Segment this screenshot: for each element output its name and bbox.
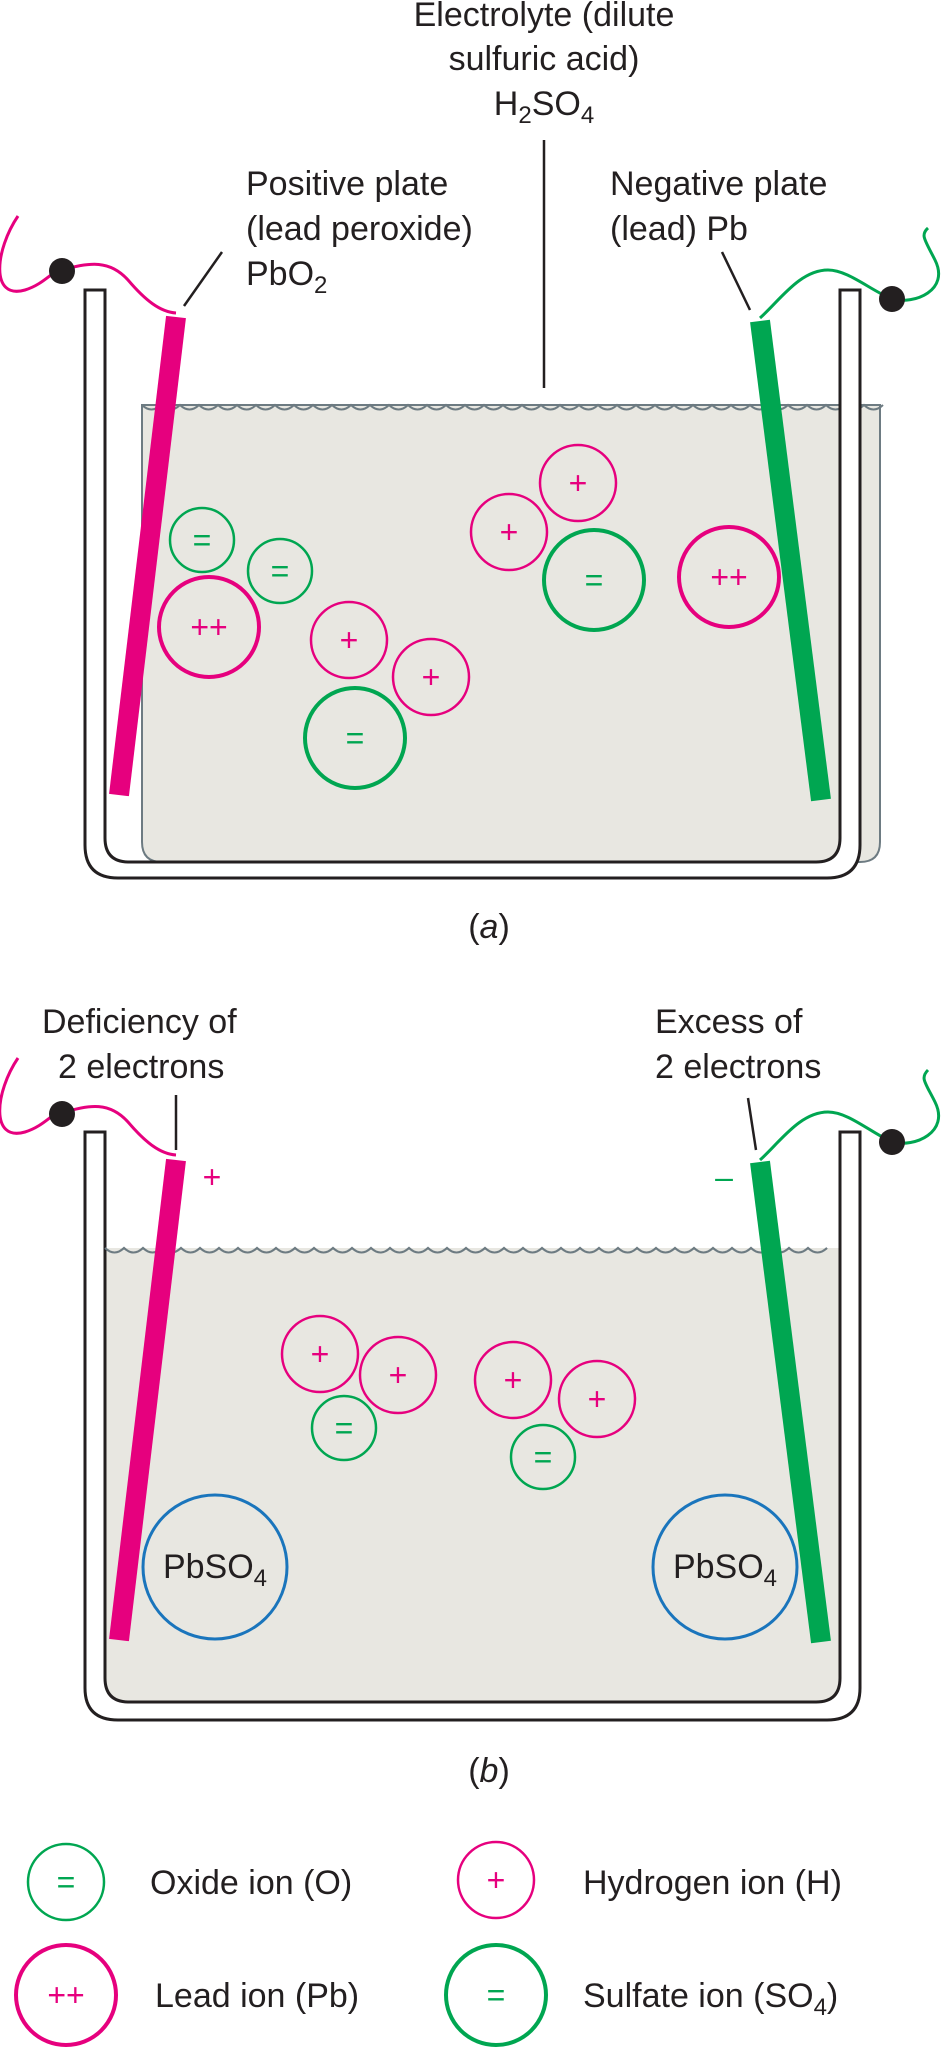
hydrogen-ion: + [309,600,389,680]
hydrogen-ion: + [280,1314,360,1394]
electrolyte-formula: H2SO4 [494,85,594,129]
plate-plus-sign: + [203,1159,222,1195]
diagram-b: + – Deficiency of 2 electrons Excess of … [0,1003,940,1790]
electrolyte-label-line2: sulfuric acid) [449,40,640,78]
svg-text:=: = [57,1864,76,1900]
svg-text:+: + [422,659,441,695]
svg-text:=: = [487,1977,506,2013]
svg-text:=: = [335,1410,354,1446]
positive-terminal-a [49,258,75,284]
svg-text:+: + [487,1862,506,1898]
svg-text:=: = [534,1439,553,1475]
svg-text:=: = [346,720,365,756]
negative-wire-a2 [891,226,940,302]
positive-wire-b2 [61,1104,177,1157]
oxide-ion: = [246,537,314,605]
svg-text:Lead ion (Pb): Lead ion (Pb) [155,1977,359,2015]
electrolyte-surface-b2 [104,1246,828,1254]
hydrogen-ion: + [358,1335,438,1415]
positive-terminal-b [49,1101,75,1127]
negative-terminal-b [879,1129,905,1155]
plate-minus-sign: – [715,1159,733,1195]
oxide-ion: = [310,1394,378,1462]
svg-text:=: = [585,562,604,598]
electrolyte-a [141,404,881,863]
negative-label-line2: (lead) Pb [610,210,748,248]
excess-leader-b [746,1097,758,1151]
legend-oxide: = Oxide ion (O) [26,1842,352,1922]
caption-b: (b) [468,1752,510,1790]
svg-text:PbSO4: PbSO4 [673,1548,777,1592]
svg-text:Sulfate ion (SO4): Sulfate ion (SO4) [583,1977,838,2021]
caption-a: (a) [468,908,510,946]
negative-wire-b2 [891,1068,940,1145]
sulfate-ion: = [542,528,646,632]
svg-text:+: + [504,1362,523,1398]
svg-text:+: + [569,465,588,501]
svg-text:PbSO4: PbSO4 [163,1548,267,1592]
legend-sulfate: = Sulfate ion (SO4) [444,1943,838,2047]
svg-text:++: ++ [710,559,747,595]
negative-wire-a [758,268,893,320]
diagram-a: Electrolyte (dilute sulfuric acid) H2SO4… [0,0,940,946]
legend-lead: ++ Lead ion (Pb) [14,1943,359,2047]
svg-text:+: + [311,1336,330,1372]
negative-terminal-a [879,286,905,312]
positive-wire-a2 [61,262,177,315]
positive-formula: PbO2 [246,255,327,299]
positive-label-line1: Positive plate [246,165,448,203]
negative-leader-a [720,251,752,311]
positive-leader-a [182,251,224,307]
lead-sulfate-left: PbSO4 [141,1493,289,1641]
lead-ion: ++ [677,525,781,629]
negative-plate-b [750,1160,831,1644]
container-a [83,288,862,880]
svg-text:+: + [588,1381,607,1417]
svg-text:+: + [389,1357,408,1393]
excess-label-line1: Excess of [655,1003,803,1041]
svg-text:+: + [340,622,359,658]
oxide-ion: = [509,1423,577,1491]
svg-text:+: + [500,514,519,550]
sulfate-ion: = [303,686,407,790]
oxide-ion: = [168,506,236,574]
hydrogen-ion: + [538,443,618,523]
svg-text:Hydrogen ion (H): Hydrogen ion (H) [583,1864,842,1902]
deficiency-label-line2: 2 electrons [58,1048,224,1086]
positive-plate-b [109,1158,186,1642]
lead-ion: ++ [157,575,261,679]
electrolyte-surface-a [141,403,884,411]
legend: = Oxide ion (O) + Hydrogen ion (H) ++ Le… [14,1840,842,2047]
svg-text:++: ++ [190,609,227,645]
hydrogen-ion: + [473,1340,553,1420]
electrolyte-label-line1: Electrolyte (dilute [414,0,675,34]
hydrogen-ion: + [391,637,471,717]
excess-label-line2: 2 electrons [655,1048,821,1086]
container-b [83,1130,862,1722]
svg-text:=: = [193,522,212,558]
deficiency-label-line1: Deficiency of [42,1003,237,1041]
negative-label-line1: Negative plate [610,165,827,203]
lead-sulfate-right: PbSO4 [651,1493,799,1641]
hydrogen-ion: + [469,492,549,572]
legend-hydrogen: + Hydrogen ion (H) [456,1840,842,1920]
svg-text:=: = [271,553,290,589]
svg-text:++: ++ [47,1977,84,2013]
positive-plate-a [109,315,186,797]
svg-text:Oxide ion (O): Oxide ion (O) [150,1864,352,1902]
negative-wire-b [758,1110,893,1162]
negative-plate-a [750,319,831,802]
electrolyte-inner-b [107,1250,838,1700]
positive-label-line2: (lead peroxide) [246,210,473,248]
hydrogen-ion: + [557,1359,637,1439]
